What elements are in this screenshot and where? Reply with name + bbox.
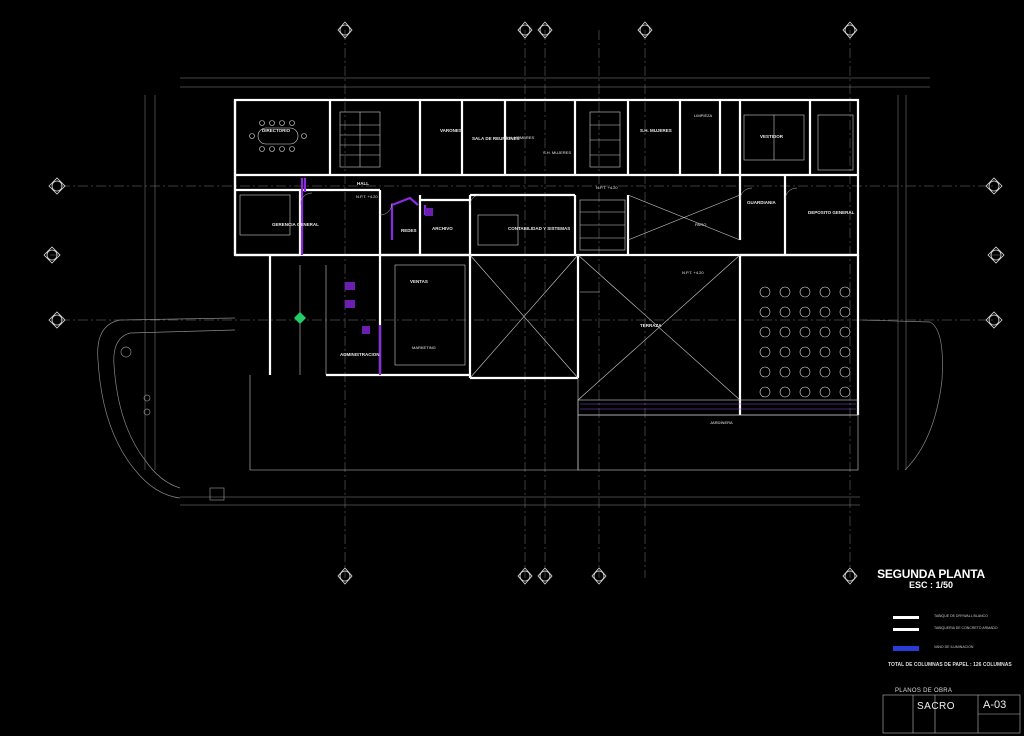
room-label-varones: VARONES: [440, 128, 462, 133]
level-terraza: N.P.T. +4.20: [682, 270, 704, 275]
title-block-header: PLANOS DE OBRA: [895, 688, 953, 694]
room-label-gerencia: GERENCIA GENERAL: [272, 222, 319, 227]
room-label-sh-mujeres-2: S.H. MUJERES: [640, 128, 672, 133]
room-label-hall: HALL: [357, 181, 369, 186]
room-label-marketing: MARKETING: [412, 345, 436, 350]
interior-details: [239, 111, 859, 471]
room-label-guardiania: GUARDIANIA: [747, 200, 776, 205]
room-label-archivo: ARCHIVO: [432, 226, 453, 231]
door-swings: [299, 187, 798, 216]
green-marker: [294, 312, 306, 324]
purple-markers: [345, 208, 433, 334]
level-hall: N.P.T. +4.20: [356, 194, 378, 199]
terrace-strip: [580, 403, 856, 410]
drawing-scale: ESC : 1/50: [908, 580, 954, 590]
lower-level-outline: [97, 317, 943, 501]
room-label-administracion: ADMINISTRACION: [340, 352, 380, 357]
room-label-directorio: DIRECTORIO: [262, 128, 291, 133]
room-label-limpieza: LIMPIEZA: [694, 113, 713, 118]
room-label-contabilidad: CONTABILIDAD Y SISTEMAS: [508, 226, 571, 231]
drawing-title: SEGUNDA PLANTA: [877, 567, 985, 581]
room-label-ventas: VENTAS: [410, 279, 428, 284]
legend-swatches: [893, 616, 919, 651]
room-label-vestidor: VESTIDOR: [760, 134, 784, 139]
dimension-lines: [144, 77, 930, 506]
room-label-patio: PATIO: [695, 222, 707, 227]
room-label-sala-reuniones: SALA DE REUNIONES: [472, 136, 520, 141]
sheet-number: A-03: [983, 699, 1007, 711]
title-block-frame: [882, 694, 1021, 734]
legend-item-concrete: TABIQUERIA DE CONCRETO ARMADO: [934, 626, 998, 630]
columns-storage: [759, 286, 851, 398]
room-label-jardinera: JARDINERA: [710, 420, 733, 425]
room-label-redes: REDES: [401, 228, 417, 233]
conference-table: [249, 120, 307, 152]
legend-item-drywall: TABIQUE DE DRYWALL BLANCO: [934, 614, 988, 618]
level-patio: N.P.T. +4.20: [596, 185, 618, 190]
axis-markers: [43, 21, 1005, 585]
total-columns-note: TOTAL DE COLUMNAS DE PAPEL : 126 COLUMNA…: [888, 662, 1012, 668]
legend-item-light: VANO DE ILUMINACION: [934, 645, 974, 649]
room-label-deposito: DEPOSITO GENERAL: [808, 210, 855, 215]
axis-grid: [50, 30, 1000, 578]
room-label-sh-mujeres: S.H. MUJERES: [543, 150, 572, 155]
room-label-sh-hombres: S.H. HOMBRES: [505, 135, 535, 140]
room-label-terraza: TERRAZA: [640, 323, 662, 328]
building-walls: [233, 98, 860, 415]
title-block-logo: SACRO: [917, 701, 956, 712]
